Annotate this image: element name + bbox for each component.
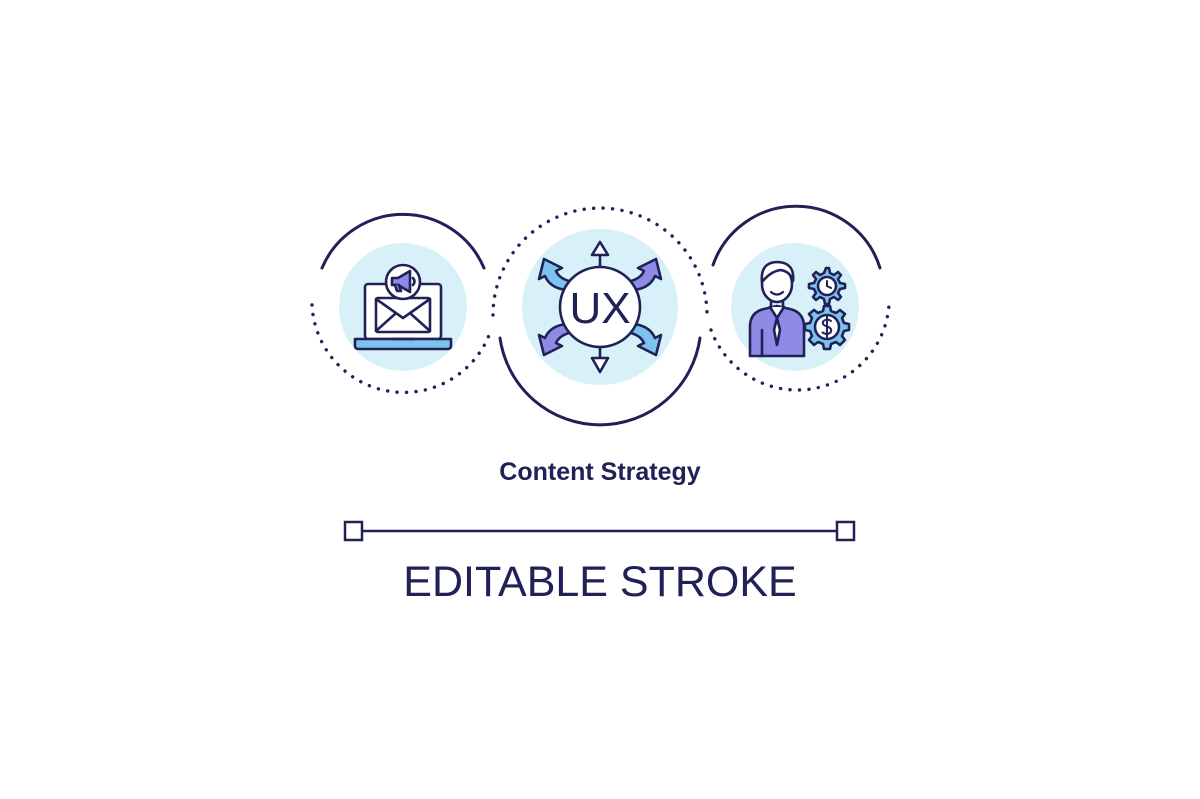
ux-circle: [558, 265, 642, 349]
stroke-handle-left: [343, 520, 364, 542]
right-solid-arc: [711, 204, 882, 270]
dollar-gear-icon: [803, 304, 851, 351]
stroke-handle-right: [835, 520, 856, 542]
concept-title: Content Strategy: [499, 458, 701, 486]
editable-stroke-line: [343, 520, 856, 542]
right-concept: [709, 204, 891, 392]
person-tie: [772, 316, 782, 347]
left-concept: [310, 212, 493, 395]
left-solid-arc: [320, 212, 486, 270]
arrow-bottom-left: [537, 322, 576, 357]
envelope: [374, 296, 432, 334]
laptop-base: [353, 337, 453, 351]
envelope-bottom-left: [374, 312, 397, 333]
right-dotted-arc: [709, 303, 891, 392]
arrow-top-left: [537, 257, 576, 292]
ux-arrows-icon: [537, 240, 663, 374]
laptop-email-megaphone-icon: [353, 263, 453, 351]
center-solid-arc: [498, 336, 702, 427]
editable-stroke-caption: EDITABLE STROKE: [403, 558, 796, 606]
envelope-bottom-right: [409, 312, 432, 333]
envelope-flap: [374, 297, 432, 320]
ux-label: UX: [569, 284, 630, 333]
megaphone-icon: [390, 269, 416, 294]
arrow-bottom-right: [624, 322, 663, 357]
center-dotted-arc: [491, 206, 709, 317]
center-concept: UX: [491, 206, 709, 427]
arrow-top-right: [624, 257, 663, 292]
left-dotted-arc: [310, 303, 493, 395]
person-hair: [760, 260, 795, 284]
businessman-gears-icon: [748, 260, 851, 358]
clock-gear-icon: [807, 266, 847, 306]
